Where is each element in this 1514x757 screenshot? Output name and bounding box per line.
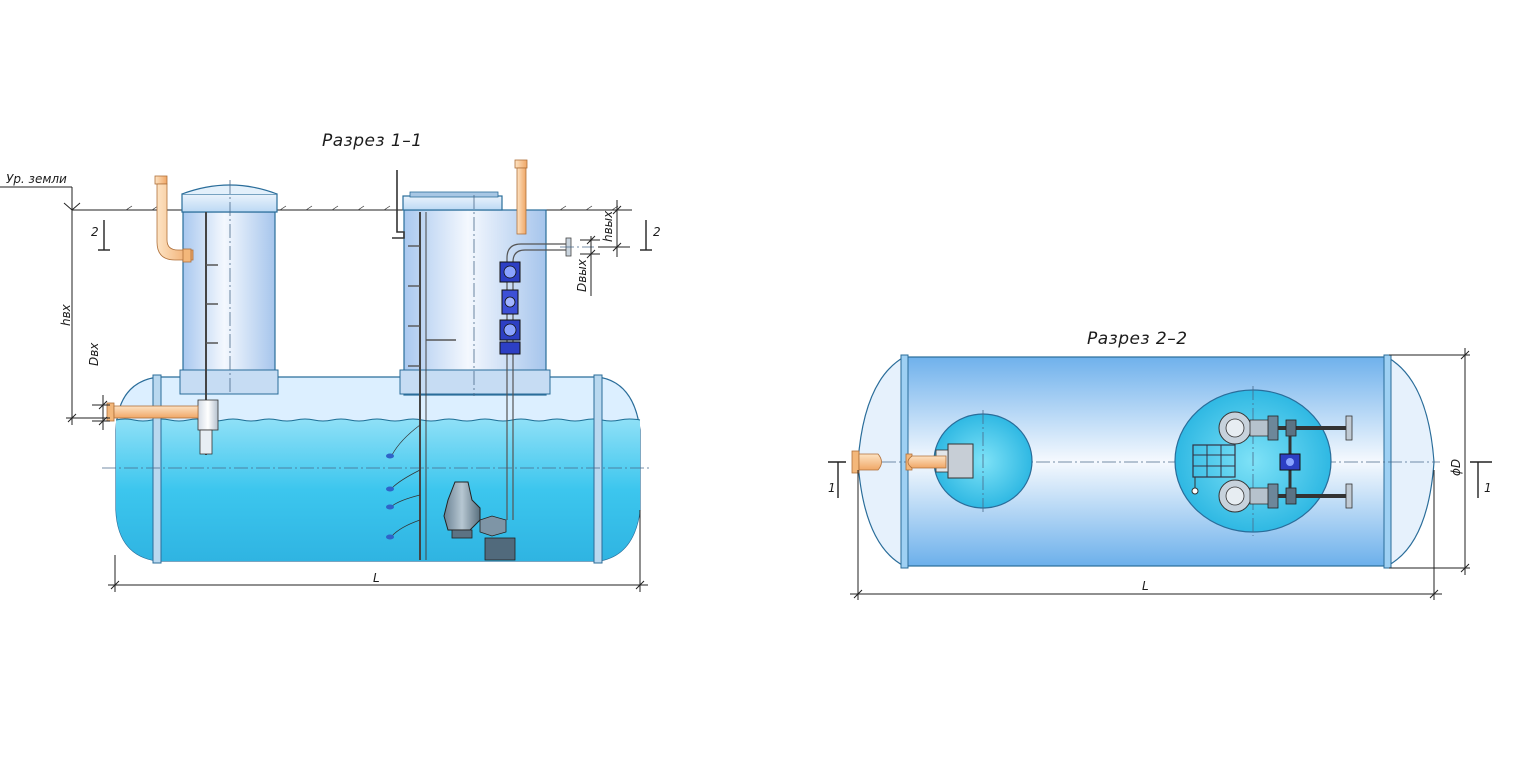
section-1-title: Разрез 1–1 (322, 131, 423, 151)
water-fill (116, 419, 640, 561)
dim-d-out-label: Dвых (575, 258, 589, 292)
dimension-lines-plan: ϕD L (850, 348, 1470, 600)
vent-pipe-right (514, 159, 528, 235)
pump-shaft (392, 170, 551, 560)
dim-h-out-label: hвых (601, 210, 615, 242)
dim-diameter-label: ϕD (1449, 459, 1463, 476)
gate-valve-icon (499, 319, 521, 341)
ground-level-label: Ур. земли (6, 172, 67, 186)
vent-pipe-left (154, 175, 194, 263)
section-2-view: Разрез 2–2 (828, 329, 1492, 600)
inlet-pipe (106, 402, 199, 422)
discharge-line (499, 237, 594, 520)
inlet-shaft (179, 180, 279, 455)
cut-marks-plan: 1 1 (828, 461, 1492, 498)
dim-d-in-label: Dвх (87, 342, 101, 366)
inlet-pipe-plan (851, 450, 947, 474)
level-float-switches (386, 424, 421, 540)
dim-h-in-label: hвх (59, 303, 73, 326)
cut-mark-plan-right: 1 (1484, 481, 1492, 495)
pump-top-lower-icon (1218, 479, 1353, 513)
check-valve-icon (501, 289, 519, 315)
valve-manifold-icon (1279, 436, 1301, 488)
submersible-pump-icon (443, 481, 516, 561)
dim-length-plan-label: L (1142, 579, 1149, 593)
dim-length-label: L (373, 571, 380, 585)
cut-mark-plan-left: 1 (828, 481, 836, 495)
inlet-hatch (933, 410, 1033, 512)
dimension-lines: hвх Dвх hвых Dвых L (59, 200, 648, 592)
section-2-title: Разрез 2–2 (1087, 329, 1188, 349)
cut-mark-left: 2 (91, 225, 99, 239)
valve-icon (499, 261, 521, 283)
section-1-view: Разрез 1–1 Ур. земли (0, 131, 661, 592)
main-tank (102, 374, 652, 564)
pump-top-upper-icon (1218, 411, 1353, 445)
cut-marks: 2 2 (91, 220, 661, 251)
cut-mark-right: 2 (653, 225, 661, 239)
